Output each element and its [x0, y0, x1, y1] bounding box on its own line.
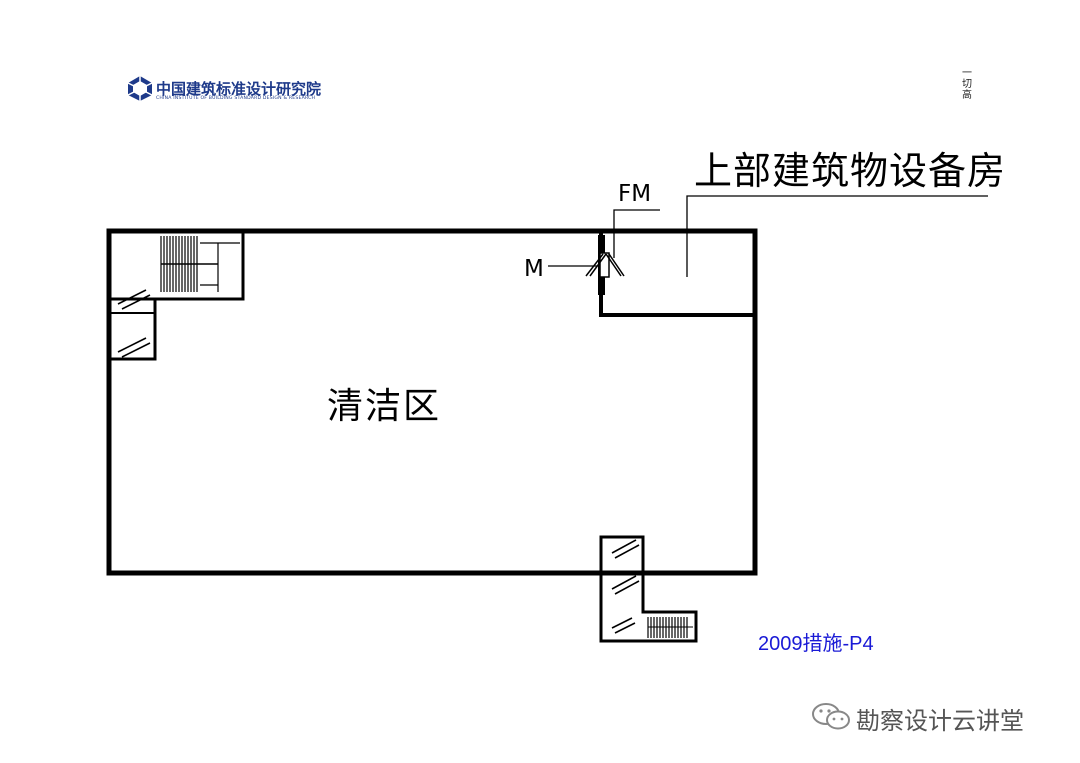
- m-label: M: [524, 256, 544, 282]
- fm-label: FM: [618, 181, 652, 207]
- corner-vertical-text: 一 切 高: [957, 68, 977, 101]
- corner-char: 高: [962, 90, 972, 101]
- door-marks-left: [117, 289, 151, 358]
- institute-logo-icon: [127, 76, 153, 101]
- equipment-room-wall: [599, 229, 757, 317]
- reference-caption: 2009措施-P4: [758, 633, 874, 655]
- stair-treads-upper: [160, 236, 240, 292]
- stair-treads-lower: [647, 617, 693, 638]
- corner-char: 切: [962, 79, 972, 90]
- outer-wall: [106, 228, 758, 576]
- watermark-text: 勘察设计云讲堂: [856, 707, 1024, 735]
- corner-char: 一: [962, 68, 972, 79]
- upper-equipment-room-label: 上部建筑物设备房: [694, 149, 1007, 193]
- logo-chinese-name: 中国建筑标准设计研究院: [156, 80, 322, 98]
- door-marks-lower: [611, 539, 640, 634]
- clean-zone-label: 清洁区: [327, 386, 442, 427]
- institute-logo: 中国建筑标准设计研究院 CHINA INSTITUTE OF BUILDING …: [126, 74, 366, 104]
- upper-room-leader: [686, 195, 988, 277]
- lower-stair-enclosure: [599, 535, 698, 643]
- watermark: 勘察设计云讲堂: [810, 699, 1060, 735]
- wechat-icon: [812, 703, 850, 730]
- door-fm-m-assembly: [548, 209, 660, 295]
- logo-english-name: CHINA INSTITUTE OF BUILDING STANDARD DES…: [156, 96, 316, 101]
- stair-enclosure-wall: [107, 297, 157, 361]
- stair-enclosure-wall: [153, 229, 245, 301]
